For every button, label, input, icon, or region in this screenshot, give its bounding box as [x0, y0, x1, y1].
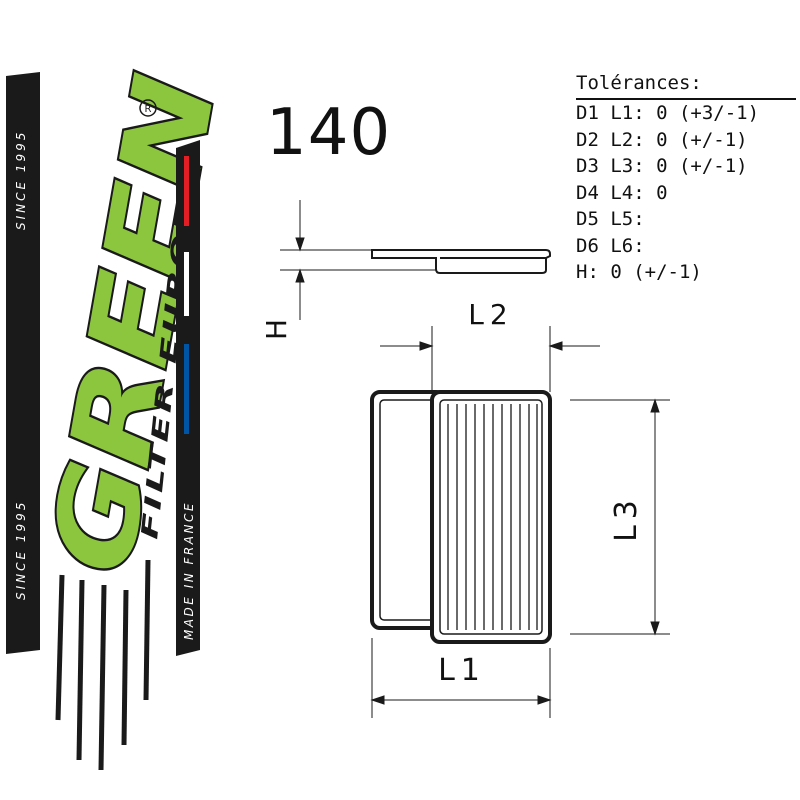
filter-top-view — [370, 390, 552, 644]
l2-dimension — [380, 326, 600, 392]
label-l3: L3 — [609, 494, 644, 542]
label-h: H — [260, 319, 293, 340]
logo-since-text: SINCE 1995 — [14, 130, 28, 230]
filter-element-inner — [439, 399, 543, 635]
l1-dimension — [370, 638, 552, 718]
side-profile-view — [371, 249, 551, 274]
tolerance-row-d6: D6 L6: — [576, 234, 645, 257]
flag-red-stripe — [184, 156, 189, 226]
filter-pleats — [447, 404, 538, 630]
label-l1: L1 — [438, 653, 486, 688]
tolerances-title: Tolérances: — [576, 70, 796, 100]
logo-since-text-bottom: SINCE 1995 — [14, 500, 28, 600]
profile-outline — [371, 249, 551, 274]
filter-element-body — [430, 390, 552, 644]
registered-mark-icon — [139, 99, 157, 117]
tolerance-row-d5: D5 L5: — [576, 208, 645, 230]
logo-brand-word: GREEN — [25, 65, 244, 584]
registered-mark-text: R — [145, 104, 152, 115]
logo-left-band — [6, 72, 40, 654]
flag-white-stripe — [184, 252, 189, 316]
logo-made-in-text: MADE IN FRANCE — [182, 501, 196, 640]
model-number: 140 — [266, 96, 392, 170]
tolerances-table: Tolérances: D1 L1: 0 (+3/-1) D2 L2: 0 (+… — [576, 70, 796, 286]
logo-brand-text: GREEN — [27, 67, 242, 582]
label-l2: L2 — [468, 298, 513, 331]
h-dimension — [280, 200, 436, 320]
tolerance-row-d2: D2 L2: 0 (+/-1) — [576, 128, 748, 151]
flag-blue-stripe — [184, 344, 189, 434]
tolerance-row-d3: D3 L3: 0 (+/-1) — [576, 155, 748, 177]
tolerance-row-d4: D4 L4: 0 — [576, 181, 668, 204]
tolerance-row-h: H: 0 (+/-1) — [576, 261, 702, 283]
l3-dimension — [570, 398, 670, 636]
tolerance-row-d1: D1 L1: 0 (+3/-1) — [576, 102, 760, 124]
brand-logo: SINCE 1995 SINCE 1995 GREEN FILTER EUROP… — [6, 65, 244, 771]
filter-frame-left-inner — [379, 399, 437, 621]
logo-speed-lines — [55, 559, 151, 771]
